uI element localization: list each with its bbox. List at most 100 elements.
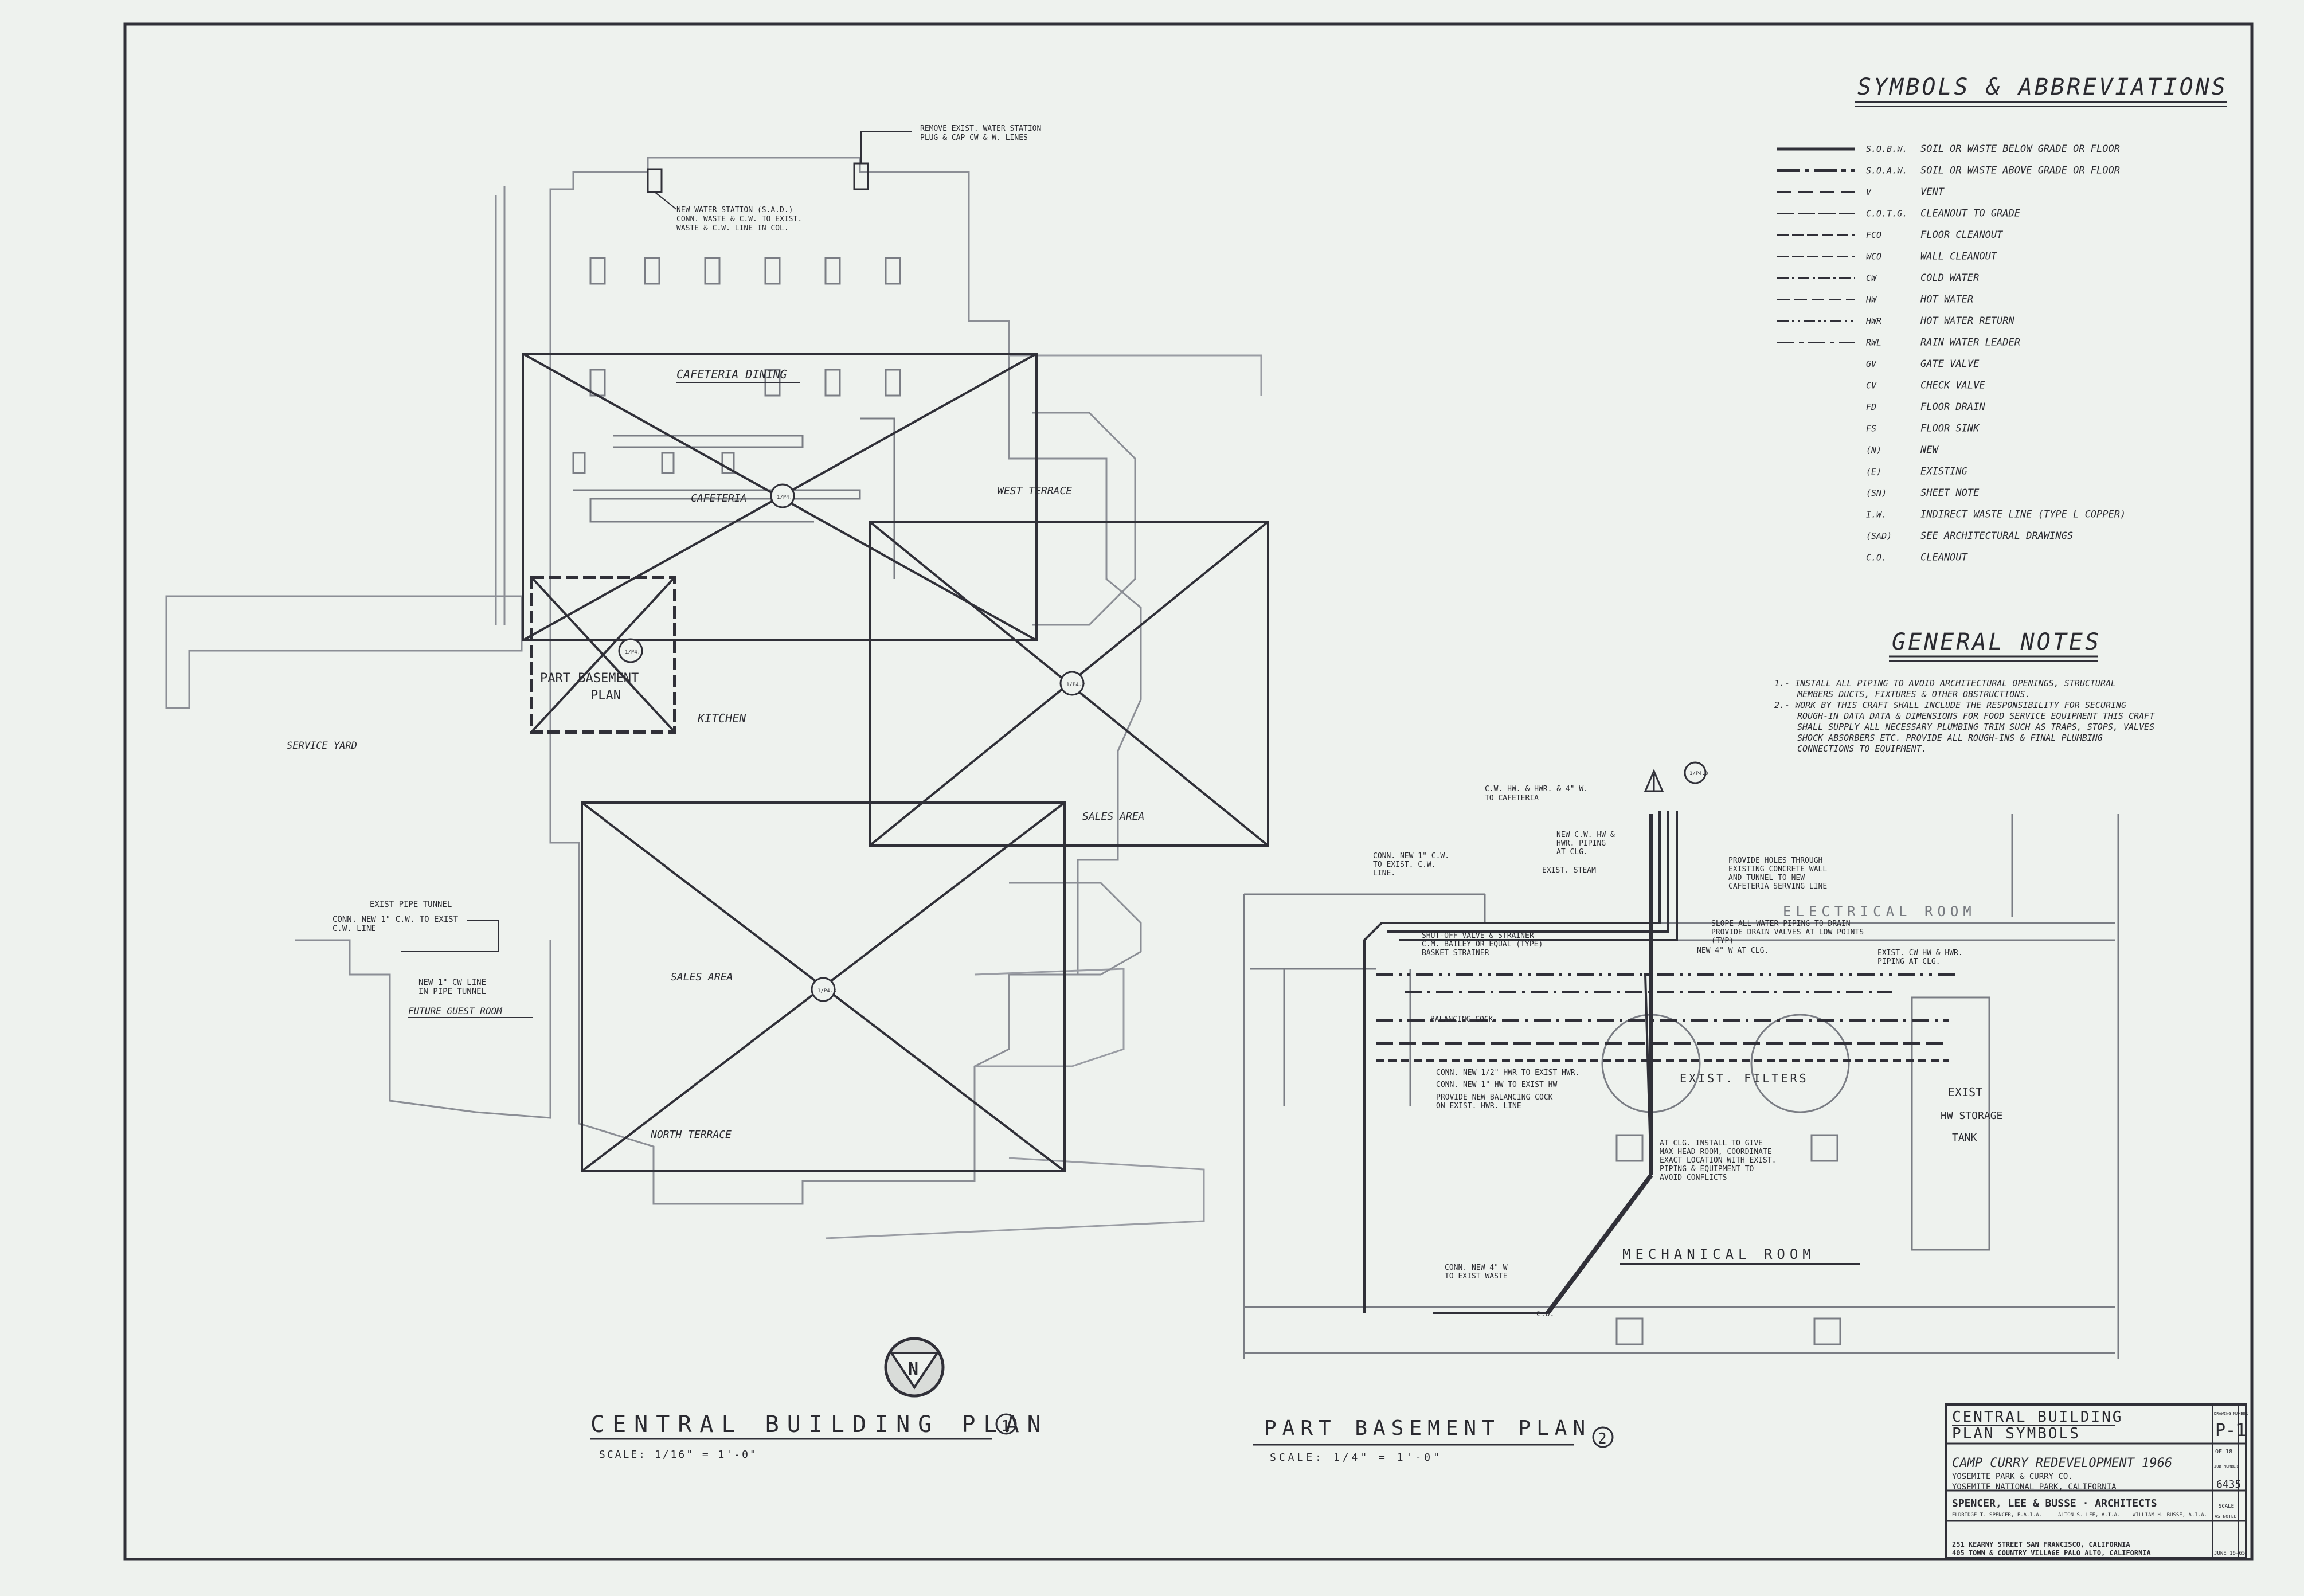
symbol-desc: WALL CLEANOUT	[1920, 251, 1998, 263]
general-note-line: MEMBERS DUCTS, FIXTURES & OTHER OBSTRUCT…	[1797, 689, 2030, 699]
label-cafeteria: CAFETERIA	[691, 492, 747, 504]
label-sales-area-2: SALES AREA	[671, 971, 733, 983]
note-new-station-1: NEW WATER STATION (S.A.D.)	[676, 206, 793, 214]
symbol-desc: SOIL OR WASTE BELOW GRADE OR FLOOR	[1920, 143, 2120, 155]
tb-partner-3: WILLIAM H. BUSSE, A.I.A.	[2133, 1512, 2207, 1518]
label-hw-storage: HW STORAGE	[1941, 1110, 2002, 1122]
note-pipe-tunnel-3: C.W. LINE	[333, 924, 376, 933]
part-basement-plan	[1243, 761, 2119, 1359]
symbol-abbr: C.O.	[1866, 553, 1887, 563]
symbol-desc: INDIRECT WASTE LINE (TYPE L COPPER)	[1920, 509, 2126, 521]
symbol-desc: CHECK VALVE	[1920, 380, 1985, 392]
plan1-number: 1	[1001, 1418, 1010, 1435]
note-pipe-tunnel-1: EXIST PIPE TUNNEL	[370, 900, 452, 909]
detail-ref-4[interactable]	[811, 977, 836, 1002]
symbol-row: (E) EXISTING	[1866, 466, 1967, 478]
general-notes: GENERAL NOTES 1.- INSTALL ALL PIPING TO …	[1774, 629, 2155, 754]
note-new-cw-hw-2: HWR. PIPING	[1556, 839, 1606, 848]
view-box-sales	[581, 801, 1066, 1172]
symbol-desc: SEE ARCHITECTURAL DRAWINGS	[1920, 530, 2073, 542]
general-notes-list: 1.- INSTALL ALL PIPING TO AVOID ARCHITEC…	[1774, 678, 2155, 754]
general-note-line: CONNECTIONS TO EQUIPMENT.	[1797, 744, 1927, 754]
basement-labels: ELECTRICAL ROOM MECHANICAL ROOM EXIST. F…	[1373, 771, 2002, 1319]
plan2-scale: SCALE: 1/4" = 1'-0"	[1270, 1452, 1442, 1464]
note-exist-cw-hw-1: EXIST. CW HW & HWR.	[1877, 949, 1963, 957]
tb-partner-2: ALTON S. LEE, A.I.A.	[2058, 1512, 2120, 1518]
tb-address-1: 251 KEARNY STREET SAN FRANCISCO, CALIFOR…	[1952, 1540, 2130, 1548]
note-exist-cw-hw-2: PIPING AT CLG.	[1877, 957, 1941, 966]
symbol-desc: SHEET NOTE	[1920, 487, 1980, 499]
note-holes-1: PROVIDE HOLES THROUGH	[1728, 856, 1822, 865]
note-at-clg-3: EXACT LOCATION WITH EXIST.	[1660, 1156, 1777, 1165]
symbol-abbr: (SAD)	[1866, 531, 1892, 541]
symbol-row: C.O.T.G.CLEANOUT TO GRADE	[1777, 208, 2021, 220]
symbol-row: C.O.CLEANOUT	[1866, 552, 1969, 564]
note-at-clg-1: AT CLG. INSTALL TO GIVE	[1660, 1139, 1763, 1148]
note-new-cw-hw-3: AT CLG.	[1556, 848, 1588, 856]
symbol-abbr: (N)	[1866, 445, 1881, 455]
symbol-row: (N)NEW	[1866, 444, 1939, 456]
symbol-desc: HOT WATER RETURN	[1920, 315, 2015, 327]
note-slope-2: PROVIDE DRAIN VALVES AT LOW POINTS	[1711, 928, 1864, 937]
tb-scale-label: SCALE	[2219, 1504, 2234, 1509]
note-remove-station-2: PLUG & CAP CW & W. LINES	[920, 134, 1028, 142]
tb-scale-value: AS NOTED	[2215, 1514, 2237, 1519]
detail-ref-basement[interactable]	[1684, 761, 1707, 784]
detail-ref-1[interactable]	[770, 483, 795, 508]
general-note-line: 1.- INSTALL ALL PIPING TO AVOID ARCHITEC…	[1774, 678, 2116, 689]
symbol-row: (SN) SHEET NOTE	[1866, 487, 1980, 499]
detail-ref-basement-text: 1/P4.3	[1689, 771, 1708, 777]
tb-date: JUNE 16-65	[2214, 1551, 2245, 1556]
title-block: CENTRAL BUILDING PLAN SYMBOLS CAMP CURRY…	[1945, 1403, 2248, 1559]
plan1-scale: SCALE: 1/16" = 1'-0"	[599, 1449, 758, 1461]
note-new-4w: NEW 4" W AT CLG.	[1697, 946, 1769, 955]
note-at-clg-5: AVOID CONFLICTS	[1660, 1173, 1727, 1182]
view-box-west	[869, 521, 1269, 847]
view-box-cafeteria	[522, 353, 1038, 641]
note-new-cw-hw-1: NEW C.W. HW &	[1556, 831, 1615, 839]
symbol-desc: COLD WATER	[1920, 272, 1979, 284]
label-north-terrace: NORTH TERRACE	[650, 1129, 732, 1141]
note-shutoff-3: BASKET STRAINER	[1422, 949, 1489, 957]
tb-drawing-number-label: DRAWING NUMBER	[2214, 1411, 2248, 1416]
view-box-basement	[530, 576, 676, 734]
symbol-abbr: HW	[1865, 295, 1877, 305]
symbol-abbr: FCO	[1866, 230, 1881, 240]
note-at-clg-4: PIPING & EQUIPMENT TO	[1660, 1165, 1754, 1173]
symbol-desc: FLOOR DRAIN	[1920, 401, 1985, 413]
symbol-desc: FLOOR SINK	[1920, 423, 1980, 435]
symbol-abbr: I.W.	[1866, 510, 1887, 520]
label-west-terrace: WEST TERRACE	[998, 485, 1072, 497]
note-pipe-tunnel-2: CONN. NEW 1" C.W. TO EXIST	[333, 915, 459, 924]
note-conn-4w-1: CONN. NEW 4" W	[1445, 1264, 1508, 1272]
note-holes-3: AND TUNNEL TO NEW	[1728, 874, 1805, 882]
note-conn-cw-2: TO EXIST. C.W.	[1373, 860, 1436, 869]
detail-ref-2[interactable]	[618, 638, 643, 663]
label-filters: EXIST. FILTERS	[1680, 1071, 1809, 1085]
tb-job-number: 6435	[2216, 1478, 2241, 1491]
north-arrow: N	[884, 1337, 945, 1398]
tb-firm: SPENCER, LEE & BUSSE · ARCHITECTS	[1952, 1497, 2157, 1509]
note-provide-balancing-1: PROVIDE NEW BALANCING COCK	[1436, 1093, 1553, 1102]
note-balancing: BALANCING COCK	[1430, 1015, 1493, 1024]
note-conn-hw: CONN. NEW 1" HW TO EXIST HW	[1436, 1081, 1557, 1089]
detail-ref-3[interactable]	[1059, 671, 1085, 696]
tb-sheet-of: OF 18	[2215, 1449, 2232, 1455]
symbol-abbr: (E)	[1866, 467, 1881, 477]
symbol-abbr: V	[1866, 187, 1872, 197]
symbol-abbr: (SN)	[1866, 488, 1887, 498]
tb-sheet-title: CENTRAL BUILDING	[1952, 1409, 2123, 1426]
label-part-basement-plan: PLAN	[590, 689, 621, 703]
symbol-desc: EXISTING	[1920, 466, 1967, 478]
general-note-line: SHOCK ABSORBERS ETC. PROVIDE ALL ROUGH-I…	[1797, 733, 2103, 743]
symbol-desc: CLEANOUT TO GRADE	[1920, 208, 2021, 220]
note-provide-balancing-2: ON EXIST. HWR. LINE	[1436, 1102, 1521, 1110]
symbol-abbr: GV	[1866, 359, 1877, 369]
